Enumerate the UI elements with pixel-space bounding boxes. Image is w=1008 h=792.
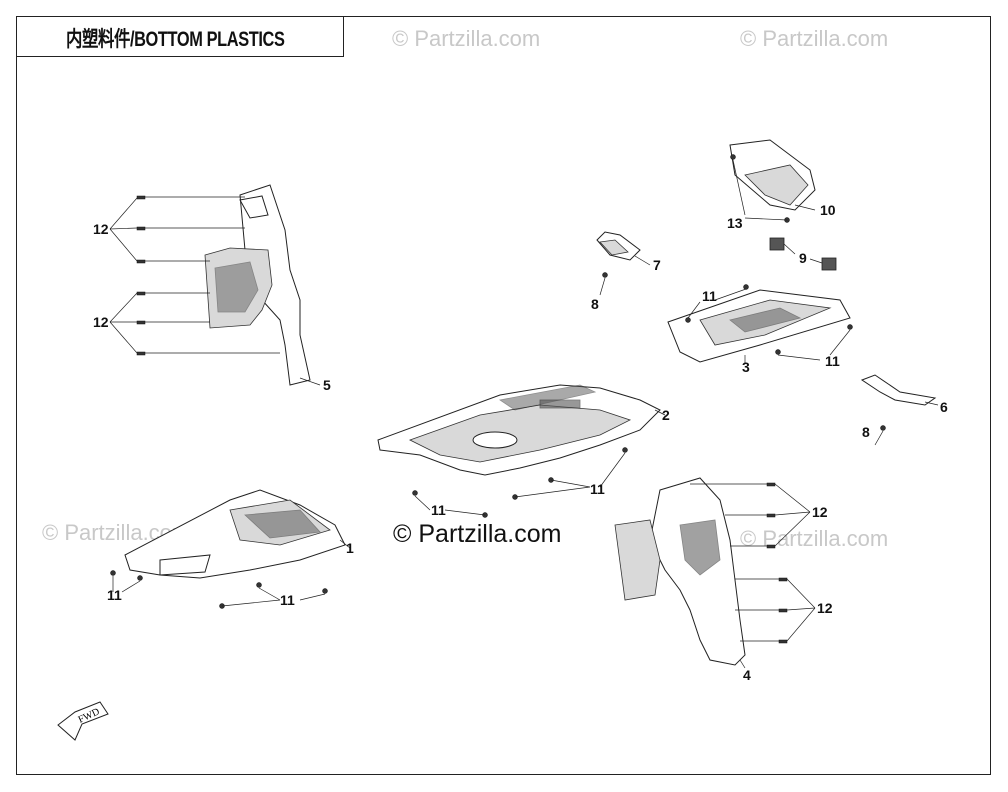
part-6-bolts [874,401,939,446]
diagram-frame [16,16,991,775]
callout-4: 4 [743,667,751,683]
part-3-rear-skid[interactable] [667,289,851,363]
callout-12: 12 [817,600,833,616]
callout-12: 12 [93,221,109,237]
callout-13: 13 [727,215,743,231]
watermark: © Partzilla.com [740,526,889,551]
part-5-left-panel[interactable] [204,184,311,386]
diagram-title: 内塑料件/BOTTOM PLASTICS [66,28,285,51]
callout-1: 1 [346,540,354,556]
callout-9: 9 [799,250,807,266]
part-10-bolts [730,154,816,223]
part-7-bolts [599,255,651,296]
part-2-center-skid[interactable] [377,384,661,476]
callout-11: 11 [280,592,295,608]
callout-7: 7 [653,257,661,273]
svg-text:FWD: FWD [77,706,102,725]
callout-6: 6 [940,399,948,415]
watermark: © Partzilla.com [740,26,889,51]
callout-11: 11 [702,288,717,304]
part-1-front-skid[interactable] [124,489,346,579]
title-box [16,16,344,57]
callout-12: 12 [812,504,828,520]
callout-11: 11 [590,481,605,497]
watermark-main: © Partzilla.com [393,520,562,548]
callout-11: 11 [431,502,446,518]
callout-8: 8 [862,424,870,440]
part-4-bolts [690,482,816,669]
part-9-clips[interactable] [769,237,837,271]
callout-12: 12 [93,314,109,330]
part-6-bracket[interactable] [860,374,937,406]
callout-11: 11 [107,587,122,603]
part-7-bracket[interactable] [596,231,641,261]
watermark: © Partzilla.com [392,26,541,51]
callout-3: 3 [742,359,750,375]
callout-11: 11 [825,353,840,369]
part-5-bolts [109,195,321,386]
callout-8: 8 [591,296,599,312]
callout-10: 10 [820,202,836,218]
part-1-bolts [110,539,351,609]
part-4-right-panel[interactable] [614,477,746,666]
callout-5: 5 [323,377,331,393]
callout-2: 2 [662,407,670,423]
part-2-bolts [412,409,666,518]
part-3-bolts [685,284,853,364]
part-10-bracket[interactable] [729,139,816,211]
fwd-arrow-icon: FWD [57,701,109,741]
